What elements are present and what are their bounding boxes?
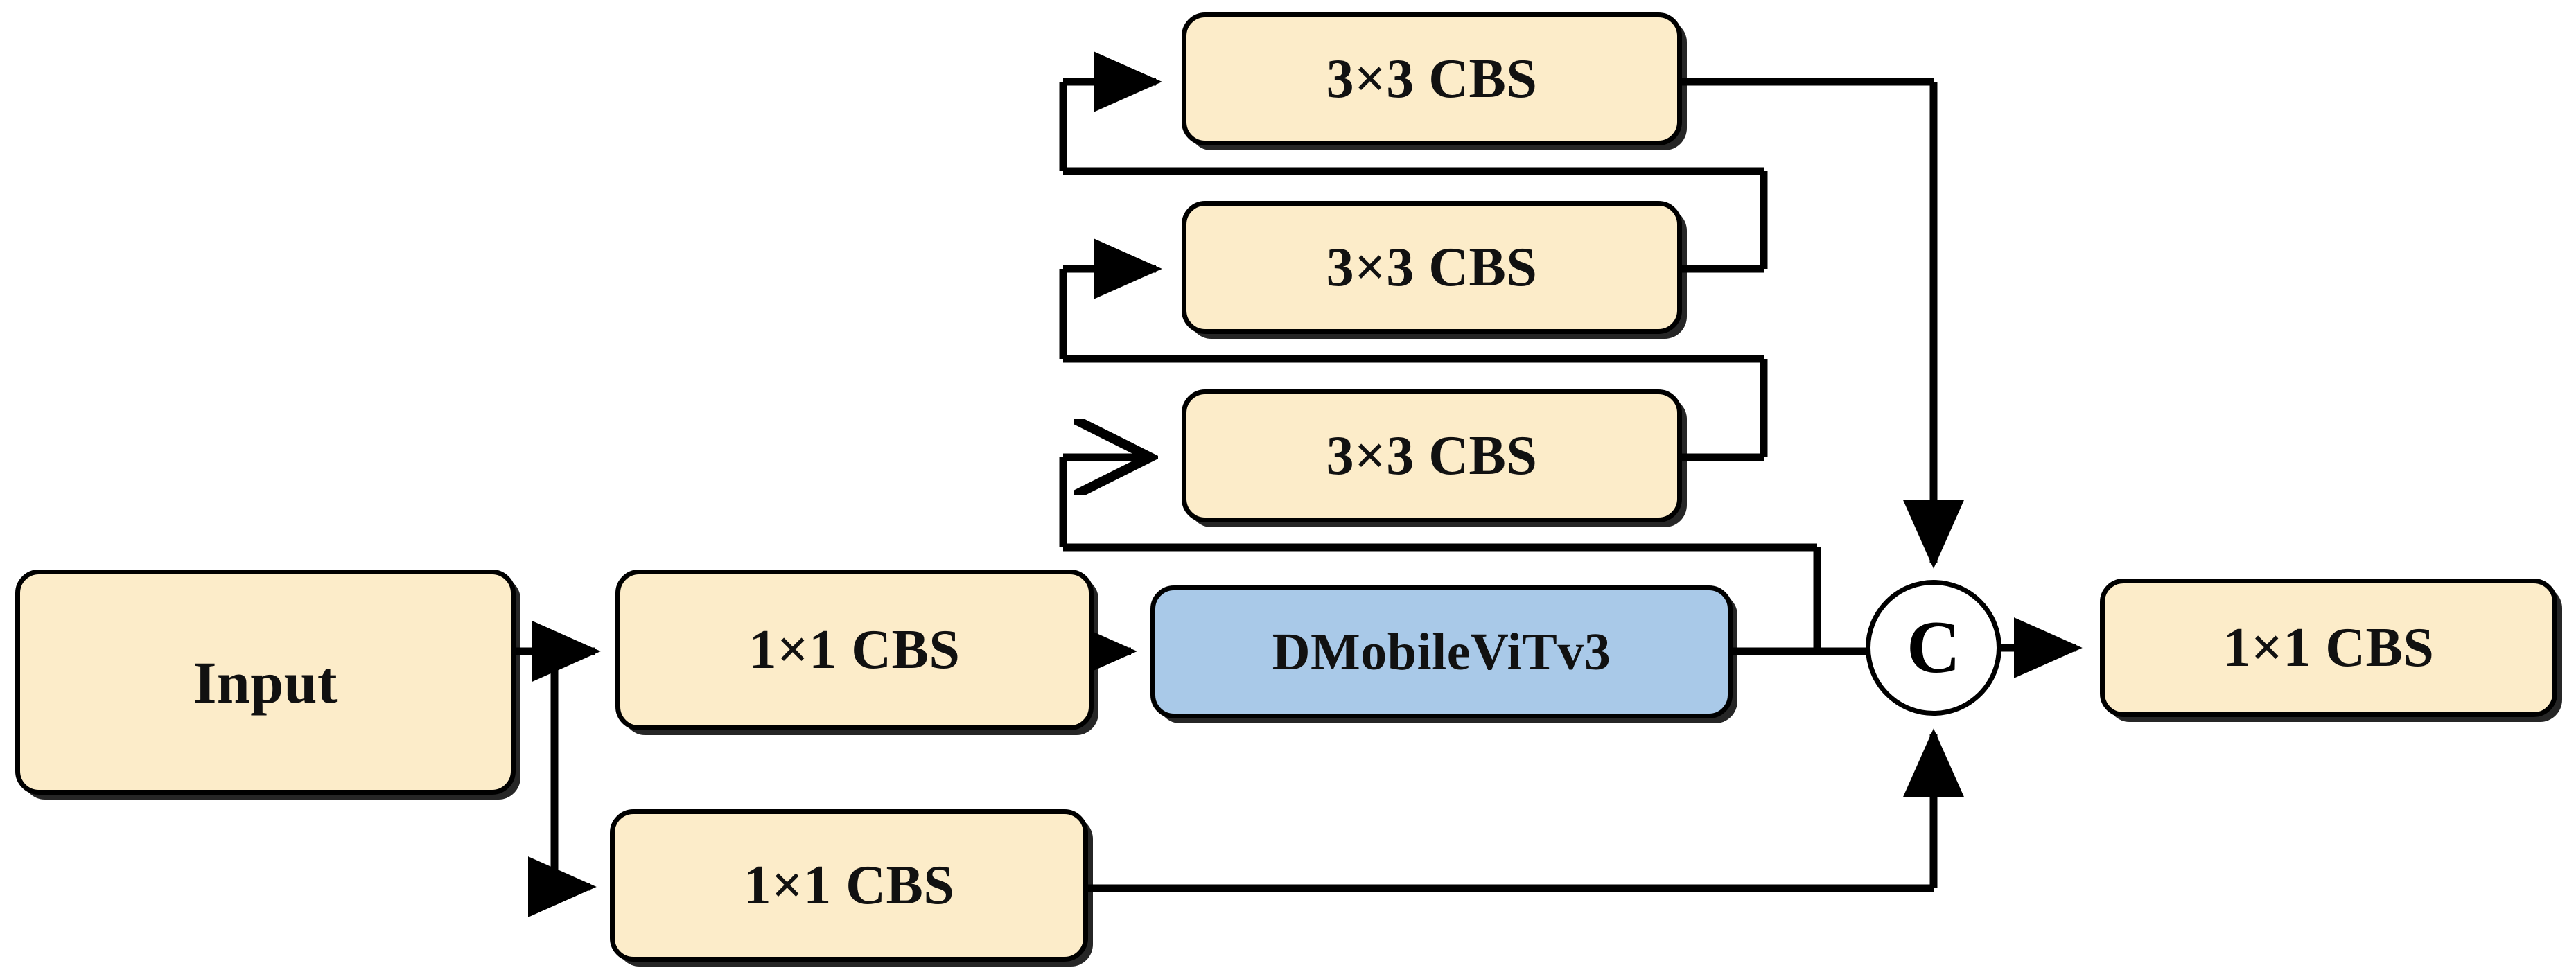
- node-cbs_top3[interactable]: 3×3 CBS: [1182, 389, 1682, 522]
- node-cbs_top2[interactable]: 3×3 CBS: [1182, 201, 1682, 334]
- concat-node[interactable]: C: [1866, 580, 2001, 716]
- node-cbs_mid[interactable]: 1×1 CBS: [615, 570, 1094, 730]
- node-cbs_bot[interactable]: 1×1 CBS: [610, 809, 1088, 962]
- node-input[interactable]: Input: [15, 570, 516, 795]
- node-dmvit[interactable]: DMobileViTv3: [1150, 585, 1733, 718]
- node-cbs_top1[interactable]: 3×3 CBS: [1182, 12, 1682, 146]
- node-cbs_out[interactable]: 1×1 CBS: [2100, 579, 2557, 717]
